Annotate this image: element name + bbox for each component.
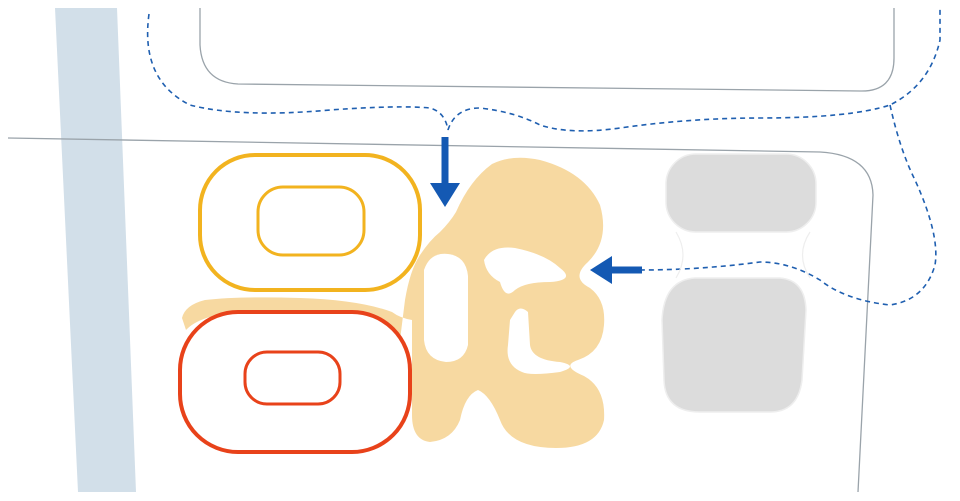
building-cluster-void-c (507, 308, 570, 374)
building-cluster-void-b (484, 247, 567, 294)
parking-lot-bottom (661, 277, 807, 413)
entry-arrow-north (430, 137, 460, 207)
stadium-red-inner (243, 350, 342, 406)
parking-lot-top (665, 153, 817, 233)
stadium-red-outer (178, 310, 412, 454)
road-outline-main (7, 137, 874, 493)
entry-arrow-east (590, 256, 642, 284)
road-outline-top (199, 8, 895, 92)
building-cluster (182, 157, 605, 448)
stadium-yellow-inner (256, 185, 366, 257)
stadium-yellow-outer (198, 153, 422, 292)
parking-link-outline (675, 231, 811, 279)
dashed-access-path (146, 8, 941, 306)
building-cluster-void-a (424, 253, 468, 362)
river (55, 8, 136, 492)
